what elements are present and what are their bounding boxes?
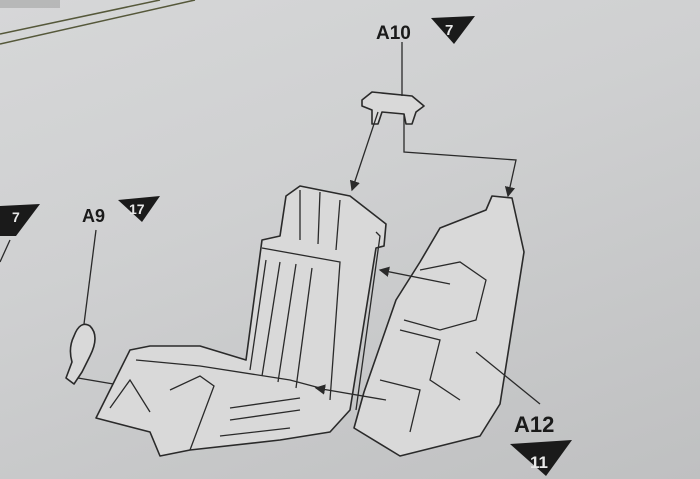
step-triangle-icon <box>431 16 475 44</box>
step-triangle-icon <box>118 196 160 222</box>
part-a12 <box>353 195 525 457</box>
part-a10 <box>361 42 425 125</box>
step-number-left: 7 <box>12 209 20 225</box>
step-number-a10: 7 <box>445 22 453 39</box>
part-a9 <box>65 229 97 385</box>
part-number-a9: A9 <box>82 206 105 226</box>
label-left-step: 7 <box>0 204 40 263</box>
label-a12: A12 11 <box>510 412 572 476</box>
part-number-a10: A10 <box>376 23 411 44</box>
step-number-a9: 17 <box>129 201 145 217</box>
label-a9: A9 17 <box>82 196 160 226</box>
label-a10: A10 7 <box>376 16 475 44</box>
header-border <box>0 0 196 45</box>
step-triangle-icon <box>510 440 572 476</box>
ejection-seat <box>95 185 387 457</box>
step-number-a12: 11 <box>530 453 548 472</box>
step-triangle-icon <box>0 204 40 236</box>
part-number-a12: A12 <box>514 412 554 437</box>
